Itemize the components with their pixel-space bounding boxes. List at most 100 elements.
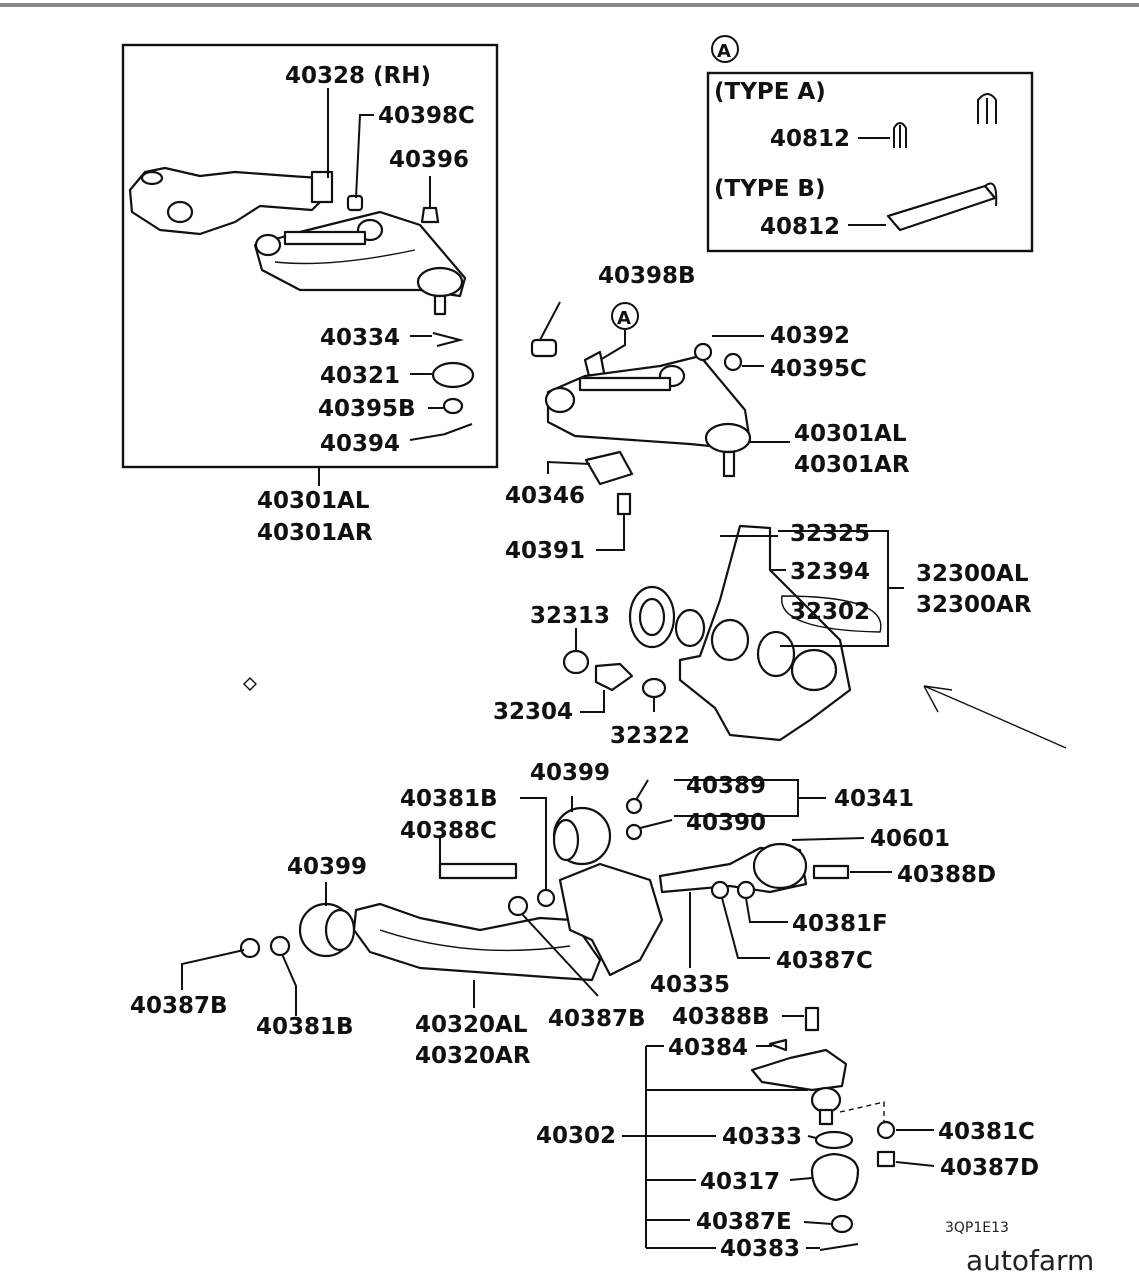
- type-box-marker: A: [717, 41, 731, 62]
- clip-a-alt-shape: [977, 93, 997, 124]
- label-40389: 40389: [686, 773, 766, 799]
- bracket-hole: [166, 200, 194, 224]
- main-ball-joint: [704, 422, 752, 454]
- label-40812-type-b: 40812: [760, 214, 840, 240]
- label-40341: 40341: [834, 786, 914, 812]
- label-40387c: 40387C: [776, 948, 873, 974]
- label-40392: 40392: [770, 323, 850, 349]
- leader-40398c: [355, 114, 374, 199]
- pin-40394: [444, 423, 473, 435]
- leader-40390: [639, 819, 673, 829]
- leader-40381b-left: [281, 953, 297, 1016]
- nut-40387b-right: [507, 895, 529, 917]
- nut-32322: [641, 677, 667, 699]
- label-40302: 40302: [536, 1123, 616, 1149]
- label-40387b-left: 40387B: [130, 993, 228, 1019]
- boot-40317: [810, 1152, 860, 1202]
- ring-40333: [814, 1130, 854, 1150]
- bolt-40398c: [346, 194, 364, 212]
- knuckle-bore: [710, 618, 750, 662]
- drawing-code: 3QP1E13: [945, 1220, 1009, 1236]
- leader-40391: [596, 514, 625, 551]
- bracket-boss: [140, 170, 164, 186]
- seal-32325-inner: [638, 597, 666, 637]
- label-40388d: 40388D: [897, 862, 996, 888]
- watermark: autofarm: [966, 1244, 1094, 1277]
- bolt-40388b: [804, 1006, 820, 1032]
- bumper-40346: [584, 450, 634, 486]
- clip-b-plate: [886, 184, 997, 232]
- label-40395c: 40395C: [770, 356, 867, 382]
- label-40333: 40333: [722, 1124, 802, 1150]
- upper-arm-rib: [274, 249, 416, 265]
- leader-40333: [807, 1135, 817, 1139]
- label-40388b: 40388B: [672, 1004, 770, 1030]
- label-40387d: 40387D: [940, 1155, 1039, 1181]
- bolt-40391: [616, 492, 632, 516]
- label-40301ar-inset: 40301AR: [257, 520, 373, 546]
- nut-40387e: [830, 1214, 854, 1234]
- arm-bushing-left: [254, 233, 282, 257]
- detail-marker: A: [617, 308, 631, 329]
- leader-32304: [580, 690, 605, 713]
- fitting-40389: [625, 797, 643, 815]
- label-40346: 40346: [505, 483, 585, 509]
- lower-arm-assembly: [181, 779, 892, 1016]
- washer-40381c: [876, 1120, 896, 1140]
- label-40387e: 40387E: [696, 1209, 792, 1235]
- main-arm-shaft: [578, 376, 672, 392]
- main-arm-bushing-left: [544, 386, 576, 414]
- pin-40384: [768, 1038, 788, 1052]
- leader-40387b-left: [181, 949, 245, 990]
- nut-40395c: [723, 352, 743, 372]
- hand-drawn-arrow: [923, 685, 1067, 749]
- ball-joint-ball: [810, 1086, 842, 1114]
- lower-arm-rib: [379, 929, 571, 952]
- nut-40392: [693, 342, 713, 362]
- upper-arm-assembly-inset: [128, 88, 475, 486]
- label-40388c: 40388C: [400, 818, 497, 844]
- label-40334: 40334: [320, 325, 400, 351]
- knuckle-hub-boss: [790, 648, 838, 692]
- detail-marker-circle: [611, 302, 639, 330]
- ball-joint-stud-lower: [818, 1108, 834, 1126]
- label-40399-right: 40399: [530, 760, 610, 786]
- bolt-40398b: [530, 338, 558, 358]
- leader-40381b-upper: [520, 797, 547, 890]
- leader-40387b-right: [521, 913, 599, 997]
- clip-a-shape: [893, 122, 907, 148]
- label-32300al: 32300AL: [916, 561, 1029, 587]
- label-40399-left: 40399: [287, 854, 367, 880]
- leader-40387c: [721, 897, 770, 959]
- label-40812-type-a: 40812: [770, 126, 850, 152]
- label-40384: 40384: [668, 1035, 748, 1061]
- label-40601: 40601: [870, 826, 950, 852]
- bushing-40601: [752, 842, 808, 890]
- label-type-a: (TYPE A): [714, 79, 826, 105]
- leader-40317: [789, 1177, 813, 1181]
- fitting-40390: [625, 823, 643, 841]
- label-40381c: 40381C: [938, 1119, 1035, 1145]
- label-40381b-upper: 40381B: [400, 786, 498, 812]
- label-40317: 40317: [700, 1169, 780, 1195]
- cotter-pin-40334: [432, 332, 464, 347]
- ball-joint-stud: [433, 294, 447, 316]
- label-40387b-right: 40387B: [548, 1006, 646, 1032]
- type-box: [706, 71, 1034, 253]
- fitting-40396: [420, 206, 440, 224]
- label-32325: 32325: [790, 521, 870, 547]
- inset-box-upper-arm: [121, 43, 499, 469]
- label-40396: 40396: [389, 147, 469, 173]
- dashed-link-40381c: [839, 1101, 885, 1122]
- upper-arm-assembly-main: A: [530, 301, 790, 551]
- steering-knuckle-assembly: [243, 524, 1067, 749]
- clip-type-b: [848, 182, 998, 232]
- ball-joint-housing-lower: [750, 1048, 848, 1092]
- label-type-b: (TYPE B): [714, 176, 825, 202]
- boot-40321: [431, 361, 475, 389]
- leader-40381f: [745, 897, 788, 923]
- washer-40381f: [710, 880, 730, 900]
- clip-type-a: [858, 93, 997, 148]
- label-40335: 40335: [650, 972, 730, 998]
